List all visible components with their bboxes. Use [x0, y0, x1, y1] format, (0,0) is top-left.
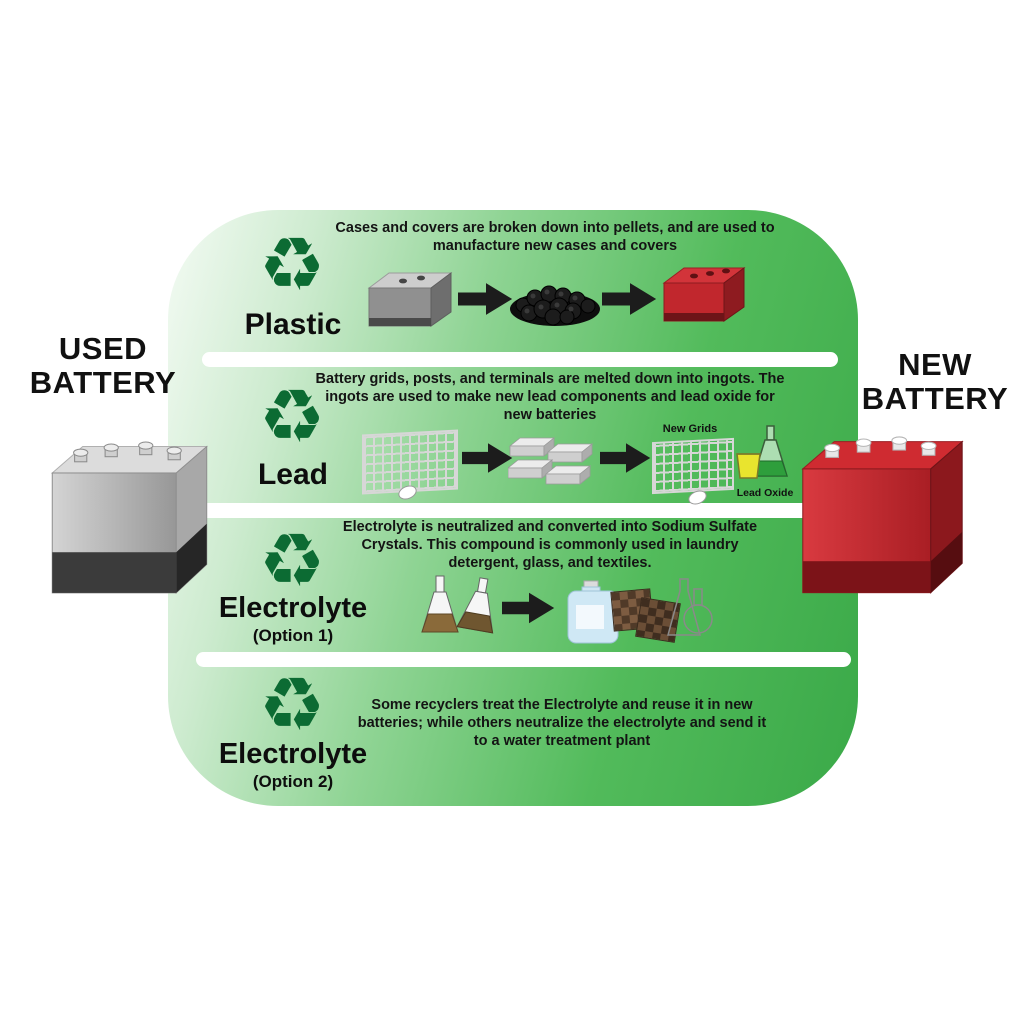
plastic-pellets-icon [508, 272, 602, 328]
lead-oxide-flasks-icon [733, 424, 795, 486]
new-battery-title: NEW BATTERY [861, 347, 1009, 417]
glassware-outline-icon [656, 574, 714, 642]
used-battery-title: USED BATTERY [29, 331, 177, 401]
electrolyte1-description: Electrolyte is neutralized and converted… [342, 519, 758, 572]
recycle-icon: ♻ [258, 223, 326, 306]
arrow-right-icon [602, 278, 658, 320]
lead-oxide-label: Lead Oxide [736, 487, 794, 499]
recycle-icon: ♻ [258, 663, 326, 746]
recycle-icon: ♻ [258, 375, 326, 458]
band-separator-3 [196, 652, 851, 667]
detergent-jug-icon [562, 578, 624, 646]
electrolyte1-label: Electrolyte [218, 592, 368, 624]
red-battery-case-icon [660, 260, 748, 328]
plastic-label: Plastic [244, 308, 342, 341]
recycle-icon: ♻ [258, 519, 326, 602]
lead-description: Battery grids, posts, and terminals are … [315, 371, 785, 424]
arrow-right-icon [600, 438, 652, 478]
band-separator-1 [202, 352, 838, 367]
gray-battery-case-icon [365, 266, 455, 330]
plastic-description: Cases and covers are broken down into pe… [335, 220, 775, 255]
arrow-right-icon [458, 278, 514, 320]
new-lead-grid-icon [652, 437, 734, 495]
arrow-right-icon [502, 588, 556, 628]
lead-label: Lead [257, 458, 329, 491]
used-battery-image [46, 412, 214, 600]
new-battery-image [795, 406, 971, 600]
band-separator-2 [196, 503, 838, 518]
electrolyte2-description: Some recyclers treat the Electrolyte and… [357, 697, 767, 750]
electrolyte1-sublabel: (Option 1) [252, 626, 334, 645]
electrolyte-flasks-icon [418, 572, 500, 642]
electrolyte2-label: Electrolyte [218, 738, 368, 770]
new-grids-label: New Grids [662, 423, 718, 435]
lead-ingots-icon [508, 430, 596, 488]
electrolyte2-sublabel: (Option 2) [252, 772, 334, 791]
arrow-right-icon [462, 438, 514, 478]
